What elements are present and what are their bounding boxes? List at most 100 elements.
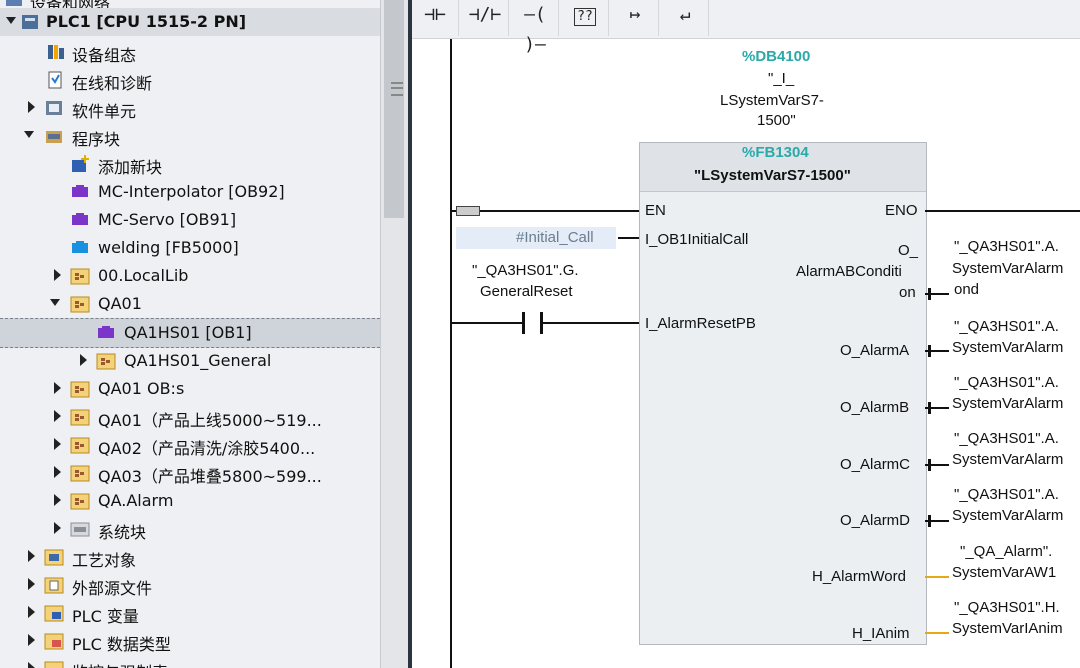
chevron-down-icon[interactable] [50,297,60,309]
alarm-b-tick [928,402,931,414]
abcond-operand-line2[interactable]: SystemVarAlarm [952,260,1064,277]
plc-tags-icon [44,605,64,622]
alarm-word-operand-line1[interactable]: "_QA_Alarm". [960,543,1053,560]
chevron-down-icon[interactable] [6,15,16,27]
chevron-right-icon[interactable] [52,382,62,394]
tree-item-locallib[interactable]: 00.LocalLib [0,262,380,290]
tree-item-qa-alarm[interactable]: QA.Alarm [0,487,380,515]
tree-item-qa1hs01-general[interactable]: QA1HS01_General [0,347,380,375]
tree-item-system-blocks[interactable]: 系统块 [0,515,380,543]
alarm-word-wire [925,576,949,578]
tree-item-plc-tags[interactable]: PLC 变量 [0,599,380,627]
pin-ianim: H_IAnim [852,625,910,642]
alarm-b-wire [925,407,949,409]
no-contact-button[interactable]: ⊣⊢ [412,0,459,36]
folder-icon [70,437,90,454]
chevron-right-icon[interactable] [52,494,62,506]
panel-splitter[interactable] [408,0,412,668]
coil-button[interactable]: –( )– [512,0,559,55]
function-block[interactable] [639,142,927,645]
chevron-right-icon[interactable] [52,269,62,281]
tree-item-technology-objects[interactable]: 工艺对象 [0,543,380,571]
ianim-operand-line1[interactable]: "_QA3HS01".H. [954,599,1060,616]
tree-item-mc-servo[interactable]: MC-Servo [OB91] [0,206,380,234]
open-branch-button[interactable]: ↦ [612,0,659,36]
wire-handle[interactable] [456,206,480,216]
general-reset-operand-line2[interactable]: GeneralReset [480,283,573,300]
contact-right-bar[interactable] [540,312,543,334]
chevron-right-icon[interactable] [52,522,62,534]
abcond-operand-line3[interactable]: ond [954,281,980,298]
alarm-word-operand-line2[interactable]: SystemVarAW1 [952,564,1057,581]
alarm-c-operand-line1[interactable]: "_QA3HS01".A. [954,430,1059,447]
initial-call-operand-box[interactable] [456,227,616,249]
tree-item-plc1[interactable]: PLC1 [CPU 1515-2 PN] [0,8,380,36]
chevron-right-icon[interactable] [26,606,36,618]
tree-item-qa01[interactable]: QA01 [0,290,380,318]
tree-item-qa01-obs[interactable]: QA01 OB:s [0,375,380,403]
tree-item-qa02[interactable]: QA02（产品清洗/涂胶5400... [0,431,380,459]
close-branch-button[interactable]: ↵ [662,0,709,36]
empty-box-button[interactable]: ?? [562,0,609,36]
pin-initial-call: I_OB1InitialCall [645,231,749,248]
ladder-toolbar: ⊣⊢ ⊣/⊢ –( )– ?? ↦ ↵ [412,0,1080,55]
ob-block-icon [72,213,88,225]
tree-scrollbar[interactable] [380,0,409,668]
ianim-operand-line2[interactable]: SystemVarIAnim [952,620,1063,637]
fb-block-icon [72,241,88,253]
folder-icon [70,381,90,398]
alarm-c-operand-line2[interactable]: SystemVarAlarm [952,451,1064,468]
tree-item-program-blocks[interactable]: 程序块 [0,122,380,150]
alarm-b-operand-line2[interactable]: SystemVarAlarm [952,395,1064,412]
tree-item-software-units[interactable]: 软件单元 [0,94,380,122]
abcond-operand-line1[interactable]: "_QA3HS01".A. [954,238,1059,255]
tree-item-watch-force-tables[interactable]: 监控与强制表 [0,655,380,668]
scrollbar-thumb[interactable] [384,0,404,218]
ob-block-icon [72,185,88,197]
diagnostics-icon [48,71,62,89]
external-source-icon [44,577,64,594]
alarm-a-tick [928,345,931,357]
tree-item-qa1hs01-ob1[interactable]: QA1HS01 [OB1] [0,318,380,348]
chevron-right-icon[interactable] [26,578,36,590]
chevron-right-icon[interactable] [26,662,36,668]
chevron-right-icon[interactable] [26,101,36,113]
tree-item-online-diagnostics[interactable]: 在线和诊断 [0,66,380,94]
folder-icon [70,465,90,482]
alarm-a-operand-line2[interactable]: SystemVarAlarm [952,339,1064,356]
tree-item-external-sources[interactable]: 外部源文件 [0,571,380,599]
chevron-right-icon[interactable] [52,438,62,450]
tree-item-welding[interactable]: welding [FB5000] [0,234,380,262]
alarm-c-tick [928,459,931,471]
pin-alarm-c: O_AlarmC [840,456,911,473]
instance-db-number: %DB4100 [742,48,811,65]
tree-item-mc-interpolator[interactable]: MC-Interpolator [OB92] [0,178,380,206]
tree-item-qa01-online[interactable]: QA01（产品上线5000~519... [0,403,380,431]
general-reset-operand-line1[interactable]: "_QA3HS01".G. [472,262,579,279]
nc-contact-button[interactable]: ⊣/⊢ [462,0,509,36]
chevron-right-icon[interactable] [26,550,36,562]
tree-item-qa03[interactable]: QA03（产品堆叠5800~599... [0,459,380,487]
tree-item-add-new-block[interactable]: 添加新块 [0,150,380,178]
initial-call-operand[interactable]: #Initial_Call [516,229,594,246]
alarm-d-operand-line2[interactable]: SystemVarAlarm [952,507,1064,524]
program-blocks-icon [46,131,62,143]
chevron-down-icon[interactable] [24,129,34,141]
watch-table-icon [44,661,64,668]
alarm-a-operand-line1[interactable]: "_QA3HS01".A. [954,318,1059,335]
chevron-right-icon[interactable] [26,634,36,646]
contact-left-bar[interactable] [522,312,525,334]
chevron-right-icon[interactable] [78,354,88,366]
chevron-right-icon[interactable] [52,466,62,478]
alarm-d-wire [925,520,949,522]
pin-eno: ENO [885,202,918,219]
instance-db-name-line2: LSystemVarS7- [720,92,824,109]
cpu-icon [22,15,38,29]
technology-objects-icon [44,549,64,566]
chevron-right-icon[interactable] [52,410,62,422]
ob-block-icon [98,326,114,338]
tree-item-plc-data-types[interactable]: PLC 数据类型 [0,627,380,655]
alarm-d-operand-line1[interactable]: "_QA3HS01".A. [954,486,1059,503]
alarm-b-operand-line1[interactable]: "_QA3HS01".A. [954,374,1059,391]
tree-item-device-config[interactable]: 设备组态 [0,38,380,66]
